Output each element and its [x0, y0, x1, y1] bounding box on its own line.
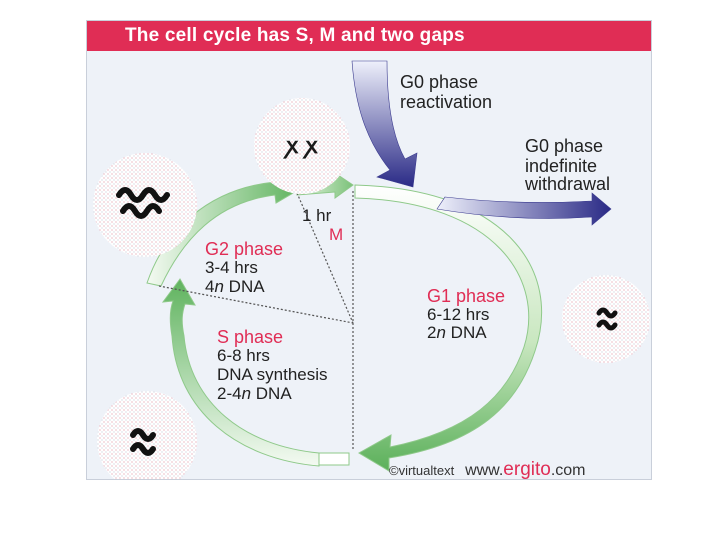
s-duration: 6-8 hrs — [217, 346, 270, 365]
m-label: M — [329, 225, 344, 244]
g2-phase: G2 phase — [205, 239, 284, 259]
m-duration: 1 hr — [302, 206, 332, 225]
slide: The cell cycle has S, M and two gaps — [86, 20, 652, 480]
g0-reactivation-arrow — [351, 60, 418, 188]
g1-arrow — [354, 184, 543, 472]
cell-left — [93, 153, 197, 257]
boundary-g2 — [158, 285, 354, 324]
s-phase: S phase — [217, 327, 284, 347]
s-arrow — [161, 278, 320, 467]
cell-cycle-diagram: ꭗ ꭗ — [93, 60, 650, 479]
title: The cell cycle has S, M and two gaps — [125, 25, 465, 46]
s-entry-block — [318, 452, 350, 466]
g1-phase: G1 phase — [427, 286, 506, 306]
g1-dna: 2n DNA — [427, 323, 487, 342]
boundary-m — [296, 192, 354, 324]
g0-reactivation-phase: G0 phase — [400, 72, 479, 92]
credit-copyright: ©virtualtext — [389, 463, 455, 478]
s-activity: DNA synthesis — [217, 365, 328, 384]
credit-tld: .com — [550, 462, 586, 479]
cell-bottom-left — [97, 391, 197, 479]
g0-withdrawal-phase: G0 phase — [525, 136, 604, 156]
g0-withdrawal-note-1: indefinite — [525, 156, 598, 176]
g0-withdrawal-note-2: withdrawal — [525, 174, 611, 194]
title-bar: The cell cycle has S, M and two gaps — [87, 21, 651, 51]
g1-duration: 6-12 hrs — [427, 305, 490, 324]
cell-top: ꭗ ꭗ — [254, 98, 350, 194]
svg-text:ꭗ ꭗ: ꭗ ꭗ — [283, 134, 319, 159]
cell-right — [562, 275, 650, 363]
g2-duration: 3-4 hrs — [205, 258, 258, 277]
credit-www: www. — [465, 462, 504, 479]
credit-brand: ergito — [503, 459, 551, 480]
g0-reactivation-note: reactivation — [400, 92, 493, 112]
credit: ©virtualtext www.ergito.com — [389, 459, 586, 480]
g0-withdrawal-arrow — [436, 192, 612, 226]
s-dna: 2-4n DNA — [217, 384, 292, 403]
g2-dna: 4n DNA — [205, 277, 265, 296]
